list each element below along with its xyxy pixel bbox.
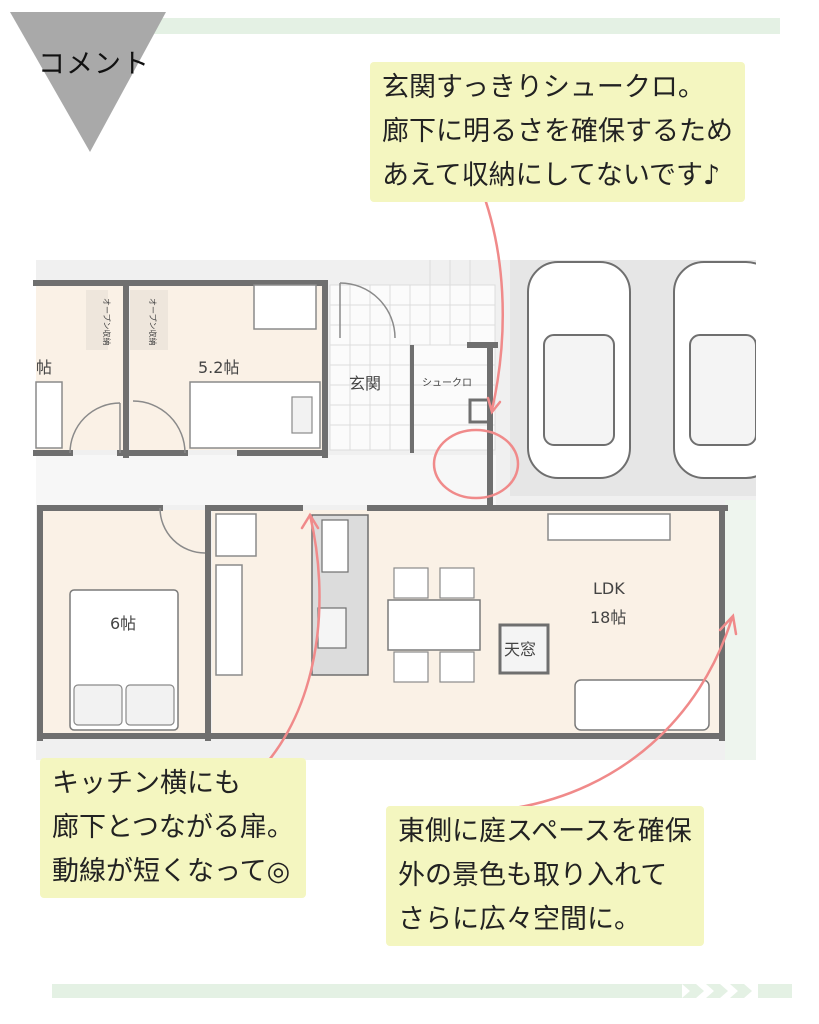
chair-3 — [393, 651, 429, 683]
ldk-label: LDK — [593, 579, 625, 598]
garden-area — [725, 500, 756, 760]
open-storage-2 — [130, 290, 168, 350]
note-right: 東側に庭スペースを確保 外の景色も取り入れて さらに広々空間に。 — [386, 806, 704, 946]
chair-4 — [439, 651, 475, 683]
corridor-floor — [36, 455, 496, 505]
arrow-to-shoe-closet-head — [486, 396, 502, 415]
bed-6-pillow-left — [73, 684, 123, 726]
arrow-to-shoe-closet — [478, 183, 504, 412]
bed-6-pillow-right — [125, 684, 175, 726]
skylight-label: 天窓 — [504, 640, 536, 659]
skylight — [498, 623, 550, 675]
top-deco-bar — [150, 18, 780, 34]
bed-52-pillow — [291, 396, 313, 434]
note-top: 玄関すっきりシュークロ。 廊下に明るさを確保するため あえて収納にしてないです♪ — [370, 62, 745, 202]
page-title: コメント — [38, 49, 150, 80]
ldk-size-label: 18帖 — [590, 608, 626, 627]
cupboard — [215, 564, 243, 676]
open-storage-1 — [86, 290, 108, 350]
room-left-label: 帖 — [36, 358, 52, 377]
sofa — [574, 679, 710, 731]
kitchen-sink — [317, 607, 347, 649]
open-storage-1-label: オープン収納 — [102, 298, 112, 346]
door-swings — [69, 282, 396, 554]
header-triangle — [10, 12, 166, 152]
annotation-arrows — [263, 183, 738, 810]
tv-board — [547, 513, 671, 541]
arrow-to-garden — [513, 616, 734, 810]
refrigerator — [215, 513, 257, 557]
arrow-to-kitchen-door-head — [300, 512, 320, 530]
arrow-to-kitchen-door — [263, 513, 321, 767]
chair-2 — [439, 567, 475, 599]
dining-table — [387, 599, 481, 651]
car-1 — [527, 261, 631, 479]
shoe-closet-label: シュークロ — [422, 377, 472, 389]
shoe-closet-shelf — [468, 398, 492, 424]
stove — [321, 519, 349, 573]
arrow-to-garden-head — [718, 613, 738, 636]
bottom-deco-bar — [52, 984, 682, 998]
shoe-closet-fixture — [410, 345, 414, 453]
open-storage-2-label: オープン収納 — [148, 298, 158, 346]
walls — [33, 280, 728, 741]
right-mask — [756, 250, 819, 770]
shoe-closet-circle — [432, 428, 520, 500]
room-6-label: 6帖 — [110, 614, 136, 633]
left-room-bed — [35, 381, 63, 449]
car-2 — [673, 261, 777, 479]
desk — [253, 284, 317, 330]
bottom-chevrons — [682, 984, 792, 998]
chair-1 — [393, 567, 429, 599]
entrance-label: 玄関 — [349, 374, 381, 393]
room-52-label: 5.2帖 — [198, 358, 239, 377]
note-left: キッチン横にも 廊下とつながる扉。 動線が短くなって◎ — [40, 758, 306, 898]
